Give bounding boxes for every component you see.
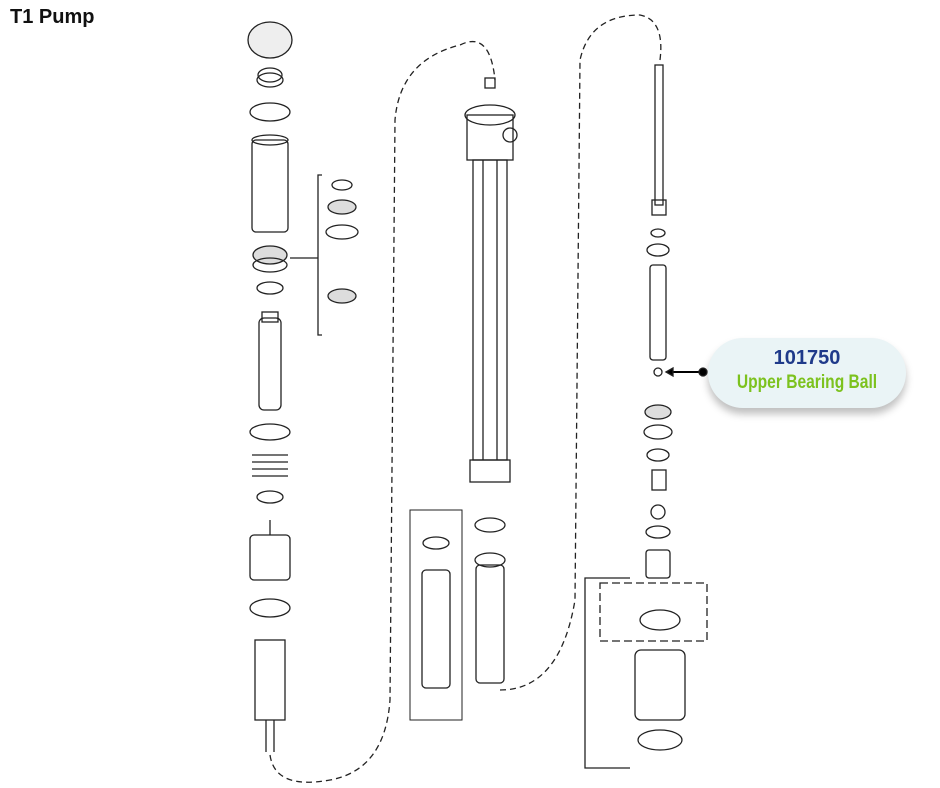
middle-assembly [409,77,518,721]
pointer-dot-icon [698,367,708,377]
dashed-path-left [269,40,496,783]
arrow-head-icon [664,366,674,378]
upper-bearing-ball [653,367,663,377]
page-title: T1 Pump [10,6,95,28]
dashed-path-right [499,14,662,691]
part-number: 101750 [773,347,841,369]
part-name: Upper Bearing Ball [736,372,878,393]
right-assembly [584,64,708,769]
left-assembly [247,21,359,752]
part-callout: 101750 Upper Bearing Ball [708,338,906,408]
